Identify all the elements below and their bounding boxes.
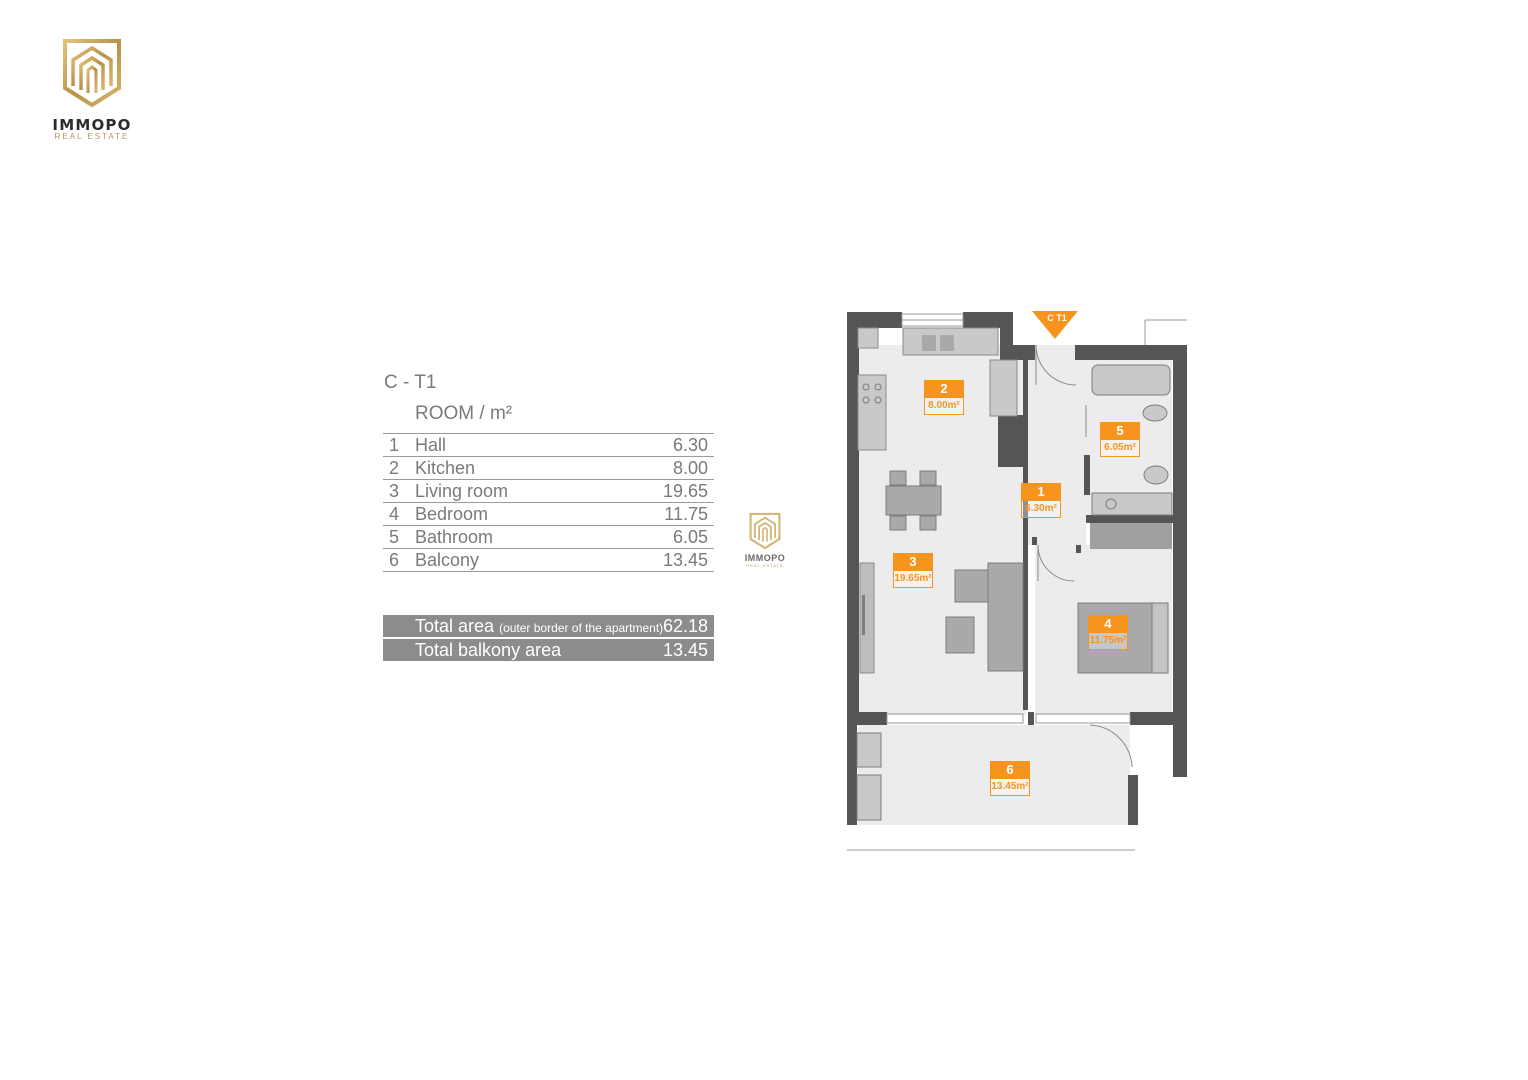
walls — [847, 312, 1187, 825]
room-number: 2 — [389, 458, 400, 478]
room-number: 6 — [389, 550, 400, 570]
room-label-number: 6 — [990, 761, 1030, 778]
dining-set — [885, 470, 942, 531]
floor-plan-drawing — [847, 311, 1187, 851]
room-label-balcony: 6 13.45m² — [990, 761, 1030, 796]
house-shield-logo-icon — [63, 39, 121, 108]
door-swings — [1035, 344, 1133, 768]
room-label-hall: 1 6.30m² — [1021, 483, 1061, 518]
room-label-bedroom: 4 11.75m² — [1088, 615, 1128, 650]
room-number: 5 — [389, 527, 400, 547]
balcony-area-value: 13.45 — [662, 640, 708, 660]
room-number: 1 — [389, 435, 400, 455]
room-area: 13.45 — [662, 550, 708, 570]
room-label-bathroom: 5 6.05m² — [1100, 422, 1140, 457]
room-label-area: 8.00m² — [924, 397, 964, 415]
tv-unit — [859, 562, 875, 674]
room-label-area: 19.65m² — [893, 570, 933, 588]
brand-tagline: REAL ESTATE — [54, 132, 130, 141]
room-number: 3 — [389, 481, 400, 501]
room-label-number: 3 — [893, 553, 933, 570]
room-label-number: 5 — [1100, 422, 1140, 439]
room-label-kitchen: 2 8.00m² — [924, 380, 964, 415]
watermark-name: IMMOPO — [744, 553, 786, 563]
room-name: Living room — [415, 481, 509, 501]
table-row: 2 Kitchen 8.00 — [383, 457, 714, 480]
watermark-logo: IMMOPO REAL ESTATE — [740, 512, 790, 572]
table-row: 3 Living room 19.65 — [383, 480, 714, 503]
floor-plan: C T1 2 8.00m² 1 6.30m² 5 6.05m² 3 19.65m… — [840, 305, 1200, 865]
room-label-number: 1 — [1021, 483, 1061, 500]
balcony-area-label: Total balkony area — [415, 640, 562, 660]
room-label-area: 11.75m² — [1088, 632, 1128, 650]
room-name: Hall — [415, 435, 447, 455]
room-label-area: 13.45m² — [990, 778, 1030, 796]
sofa — [945, 562, 1024, 672]
stove-icon — [862, 383, 882, 404]
windows — [847, 313, 1187, 851]
room-area: 8.00 — [672, 458, 708, 478]
room-table-header: ROOM / m² — [415, 403, 513, 424]
room-name: Bathroom — [415, 527, 494, 547]
room-number: 4 — [389, 504, 400, 524]
total-area-row: Total area (outer border of the apartmen… — [383, 615, 714, 637]
room-label-area: 6.05m² — [1100, 439, 1140, 457]
room-label-number: 4 — [1088, 615, 1128, 632]
room-area: 19.65 — [662, 481, 708, 501]
bed — [1077, 602, 1169, 674]
house-shield-logo-icon — [749, 512, 781, 550]
table-row: 6 Balcony 13.45 — [383, 549, 714, 572]
table-row: 1 Hall 6.30 — [383, 434, 714, 457]
room-name: Bedroom — [415, 504, 489, 524]
room-area: 11.75 — [664, 504, 708, 524]
unit-code: C - T1 — [384, 372, 437, 393]
total-area-label: Total area — [415, 616, 495, 636]
sink-icon — [922, 335, 954, 351]
bathroom-fixtures — [1091, 364, 1173, 516]
total-area-note: (outer border of the apartment) — [499, 621, 664, 635]
brand-name: IMMOPO — [52, 116, 132, 134]
entry-marker-label: C T1 — [1047, 313, 1067, 323]
room-label-number: 2 — [924, 380, 964, 397]
balcony-area-row: Total balkony area 13.45 — [383, 639, 714, 661]
balcony-storage — [856, 732, 882, 821]
watermark-tagline: REAL ESTATE — [746, 563, 784, 568]
room-label-area: 6.30m² — [1021, 500, 1061, 518]
room-name: Kitchen — [415, 458, 476, 478]
room-name: Balcony — [415, 550, 480, 570]
room-area: 6.05 — [672, 527, 708, 547]
room-label-living: 3 19.65m² — [893, 553, 933, 588]
kitchen-counter — [857, 327, 1018, 451]
total-area-value: 62.18 — [662, 616, 708, 636]
room-table: 1 Hall 6.30 2 Kitchen 8.00 3 Living room… — [383, 433, 714, 572]
entry-marker-icon — [1032, 311, 1078, 339]
room-area: 6.30 — [672, 435, 708, 455]
brand-logo: IMMOPO REAL ESTATE — [50, 38, 134, 148]
table-row: 5 Bathroom 6.05 — [383, 526, 714, 549]
table-row: 4 Bedroom 11.75 — [383, 503, 714, 526]
totals-block: Total area (outer border of the apartmen… — [383, 615, 714, 663]
wardrobe — [1090, 523, 1172, 549]
